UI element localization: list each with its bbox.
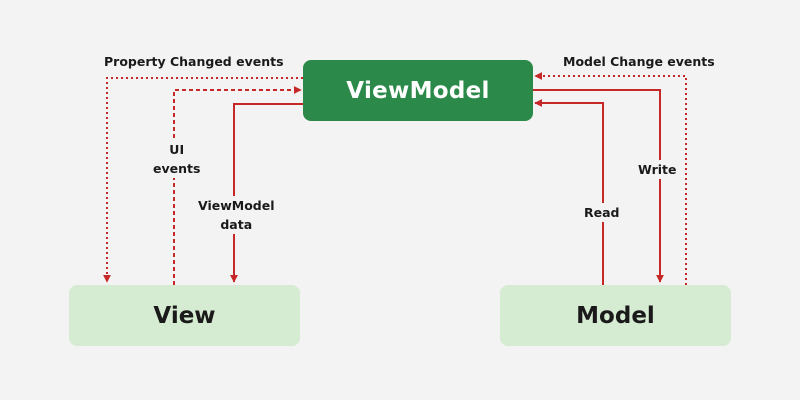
viewmodel-data-label-line2: data	[220, 217, 253, 232]
viewmodel-node: ViewModel	[303, 60, 533, 121]
viewmodel-data-label: ViewModel data	[194, 196, 279, 234]
viewmodel-data-arrow	[230, 103, 303, 283]
read-label: Read	[580, 203, 624, 222]
viewmodel-data-label-line1: ViewModel	[198, 198, 275, 213]
ui-events-label-line1: UI	[169, 142, 185, 157]
property-changed-label: Property Changed events	[104, 52, 284, 71]
ui-events-label: UI events	[149, 140, 205, 178]
model-node: Model	[500, 285, 731, 346]
model-change-arrow	[534, 72, 687, 285]
write-arrow	[533, 89, 664, 283]
ui-events-arrow	[173, 86, 302, 285]
property-changed-arrow	[103, 77, 303, 283]
ui-events-label-line2: events	[153, 161, 201, 176]
read-arrow	[534, 99, 604, 285]
view-node: View	[69, 285, 300, 346]
model-change-label: Model Change events	[563, 52, 715, 71]
write-label: Write	[634, 160, 681, 179]
